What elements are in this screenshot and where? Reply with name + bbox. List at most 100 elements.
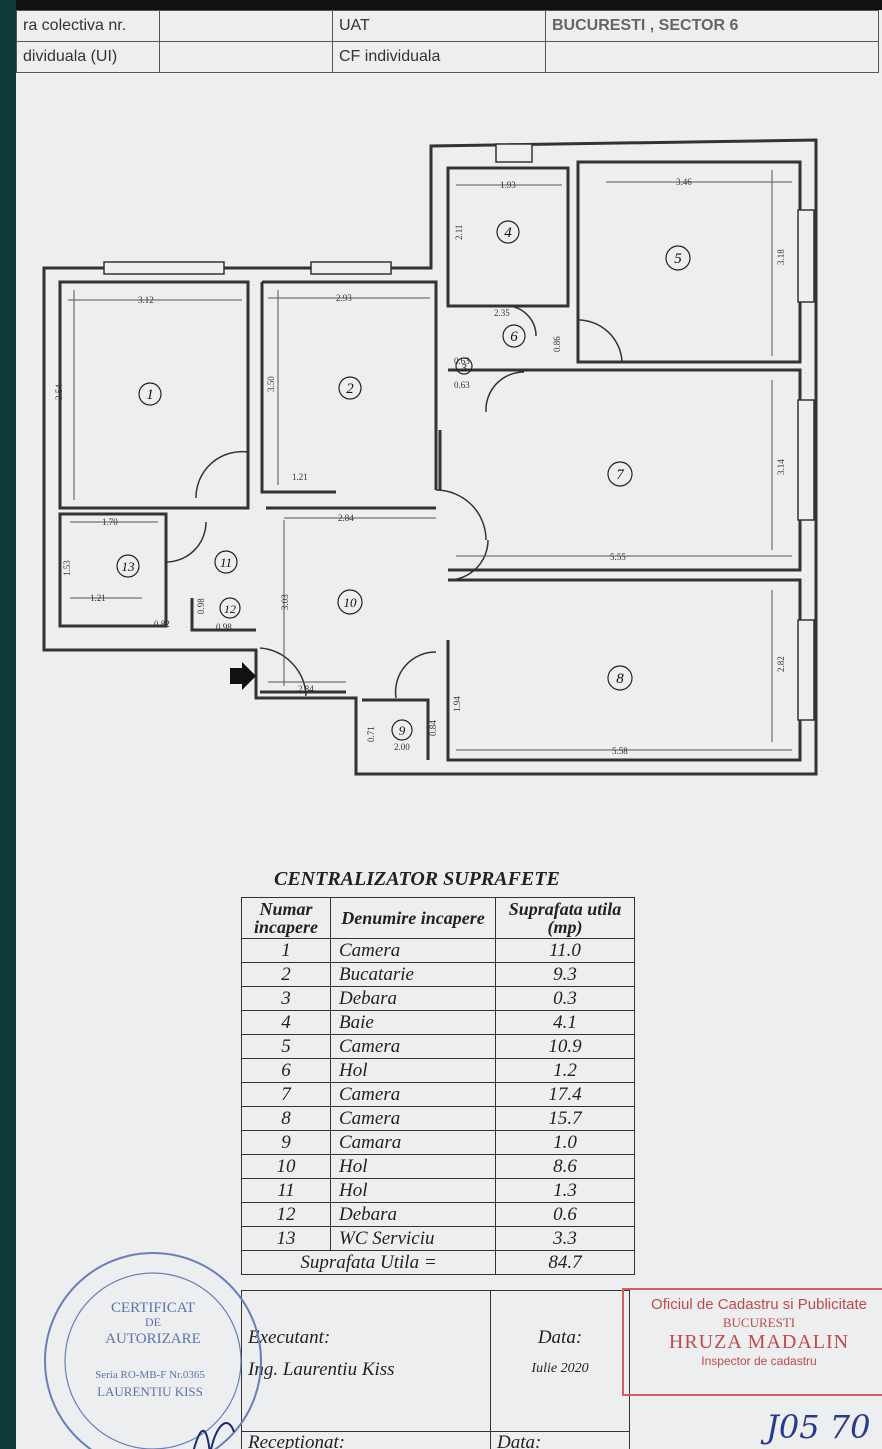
header-cell: dividuala (UI) [16,41,160,73]
room-area-cell: 17.4 [495,1082,635,1107]
dimension-label: 5.55 [610,552,626,562]
cadastre-stamp: Oficiul de Cadastru si Publicitate BUCUR… [622,1288,882,1396]
room-marker [607,461,633,487]
room-name-cell: Camera [330,1106,496,1131]
door-arc [505,305,537,337]
header-cell: CF individuala [332,41,546,73]
dimension-label: 1.21 [292,472,308,482]
stamp-text: DE [145,1315,161,1329]
room-number: 13 [122,559,136,574]
inner-wall [58,280,250,510]
dimension-label: 2.82 [776,656,786,672]
stamp-text: Oficiul de Cadastru si Publicitate [651,1296,867,1313]
dimension-label: 2.00 [394,742,410,752]
date-label: Data: [537,1327,583,1348]
dimension-label: 1.94 [452,696,462,712]
column-header: Numar incapere [241,897,331,939]
door-arc [435,489,487,541]
table-title: CENTRALIZATOR SUPRAFETE [274,868,560,890]
inner-wall [190,598,256,632]
dimension-label: 0.86 [552,336,562,352]
room-marker [214,550,238,574]
window [495,143,533,163]
room-marker [455,357,473,375]
door-arc [447,539,489,581]
room-area-cell: 11.0 [495,938,635,963]
dimension-label: 0.63 [454,380,470,390]
dimension-label: 5.58 [612,746,628,756]
inner-wall [362,698,430,760]
room-number: 6 [510,329,518,345]
header-table: ra colectiva nr. UAT BUCURESTI , SECTOR … [16,10,882,82]
inner-wall [448,368,802,572]
executant-cell: Executant: Ing. Laurentiu Kiss [241,1290,491,1432]
total-row: Suprafata Utila = 84.7 [241,1250,635,1275]
inner-wall [446,166,570,308]
room-area-cell: 10.9 [495,1034,635,1059]
room-area-cell: 3.3 [495,1226,635,1251]
dimension-label: 0.71 [366,726,376,742]
room-area-cell: 15.7 [495,1106,635,1131]
room-marker [607,665,633,691]
room-number-cell: 12 [241,1202,331,1227]
room-marker [391,719,413,741]
room-number-cell: 10 [241,1154,331,1179]
dimension-label: 3.12 [138,295,154,305]
room-number: 5 [674,251,682,267]
header-cell: BUCURESTI , SECTOR 6 [545,10,879,42]
room-number-cell: 13 [241,1226,331,1251]
room-number-cell: 2 [241,962,331,987]
document-page: ra colectiva nr. UAT BUCURESTI , SECTOR … [16,0,882,1449]
dimension-label: 0.63 [454,356,470,366]
window [103,261,225,275]
dimension-label: 1.53 [62,560,72,576]
room-number: 9 [399,723,406,738]
floor-plan: 3.12 3.54 2.93 3.50 1.21 2.84 1.70 1.53 … [42,138,818,776]
room-name-cell: Hol [330,1058,496,1083]
column-header: Suprafata utila (mp) [495,897,635,939]
room-marker [502,324,526,348]
inner-wall [262,280,438,490]
room-number-cell: 4 [241,1010,331,1035]
room-number-cell: 3 [241,986,331,1011]
window [310,261,392,275]
dimension-label: 2.35 [494,308,510,318]
room-number: 7 [616,467,625,483]
room-number: 2 [346,381,354,397]
room-number-cell: 6 [241,1058,331,1083]
dimension-label: 3.50 [266,376,276,392]
room-number-cell: 9 [241,1130,331,1155]
room-area-cell: 1.3 [495,1178,635,1203]
room-name-cell: Camera [330,1082,496,1107]
room-name-cell: Camera [330,1034,496,1059]
door-arc [394,651,437,699]
entry-arrow-icon [230,662,256,690]
dimension-label: 0.98 [196,598,206,614]
room-number-cell: 5 [241,1034,331,1059]
dimension-label: 3.18 [776,249,786,265]
room-area-cell: 1.2 [495,1058,635,1083]
door-arc [259,647,307,697]
window [797,399,815,521]
room-number: 12 [224,602,236,616]
room-marker [665,245,691,271]
dimension-label: 0.82 [154,619,170,629]
room-marker [116,554,140,578]
outer-wall [42,138,818,776]
stamp-text: LAURENTIU KISS [97,1384,203,1399]
room-marker [219,597,241,619]
dimension-label: 2.93 [336,293,352,303]
room-number: 3 [460,362,467,374]
room-name-cell: Hol [330,1154,496,1179]
room-number: 10 [344,595,358,610]
room-marker [496,220,520,244]
room-number: 1 [146,387,154,403]
door-arc [577,319,623,363]
dimension-label: 1.70 [102,517,118,527]
